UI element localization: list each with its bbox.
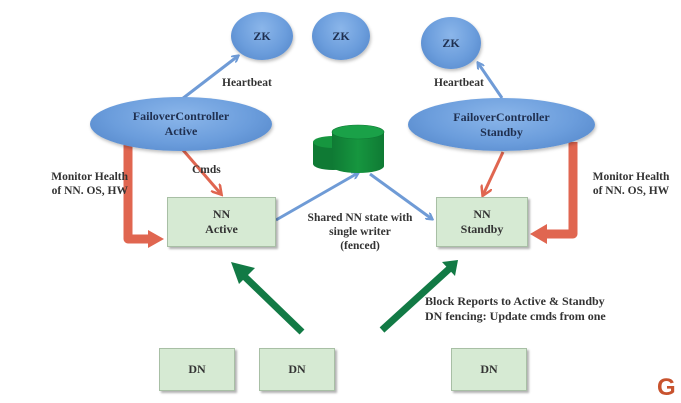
shared-storage-icon [313, 124, 385, 173]
cmds-arrow-standby [483, 151, 505, 195]
heartbeat-label-right: Heartbeat [434, 77, 484, 89]
heartbeat-label-left: Heartbeat [222, 77, 272, 89]
shared-arrow-active [275, 173, 358, 222]
shared-state-label: Shared NN state with single writer (fenc… [307, 212, 413, 252]
monitor-arrow-left [123, 145, 150, 244]
monitor-arrowhead-right [530, 224, 547, 244]
zk-node: ZK [421, 17, 481, 69]
zk-node: ZK [312, 12, 370, 60]
heartbeat-arrow-right [478, 63, 504, 99]
shared-arrow-standby [369, 172, 432, 219]
zk-node: ZK [231, 12, 293, 60]
block-report-arrow-active [241, 273, 305, 335]
heartbeat-arrow-left [181, 56, 238, 101]
block-report-arrow-standby [379, 266, 452, 333]
cmds-label: Cmds [192, 164, 221, 176]
cmds-arrow-active [181, 149, 221, 194]
monitor-health-label-left: Monitor Health of NN. OS, HW [51, 171, 128, 197]
block-report-arrowhead-active [231, 262, 255, 284]
brand-logo-fragment: G [657, 374, 676, 401]
monitor-arrowhead-left [148, 230, 164, 248]
monitor-health-label-right: Monitor Health of NN. OS, HW [592, 171, 670, 197]
data-node-box: DN [159, 348, 235, 391]
block-reports-label: Block Reports to Active & Standby DN fen… [425, 294, 606, 323]
data-node-box: DN [451, 348, 527, 391]
monitor-arrow-right [545, 142, 578, 239]
data-node-box: DN [259, 348, 335, 391]
block-report-arrowhead-standby [442, 260, 458, 276]
